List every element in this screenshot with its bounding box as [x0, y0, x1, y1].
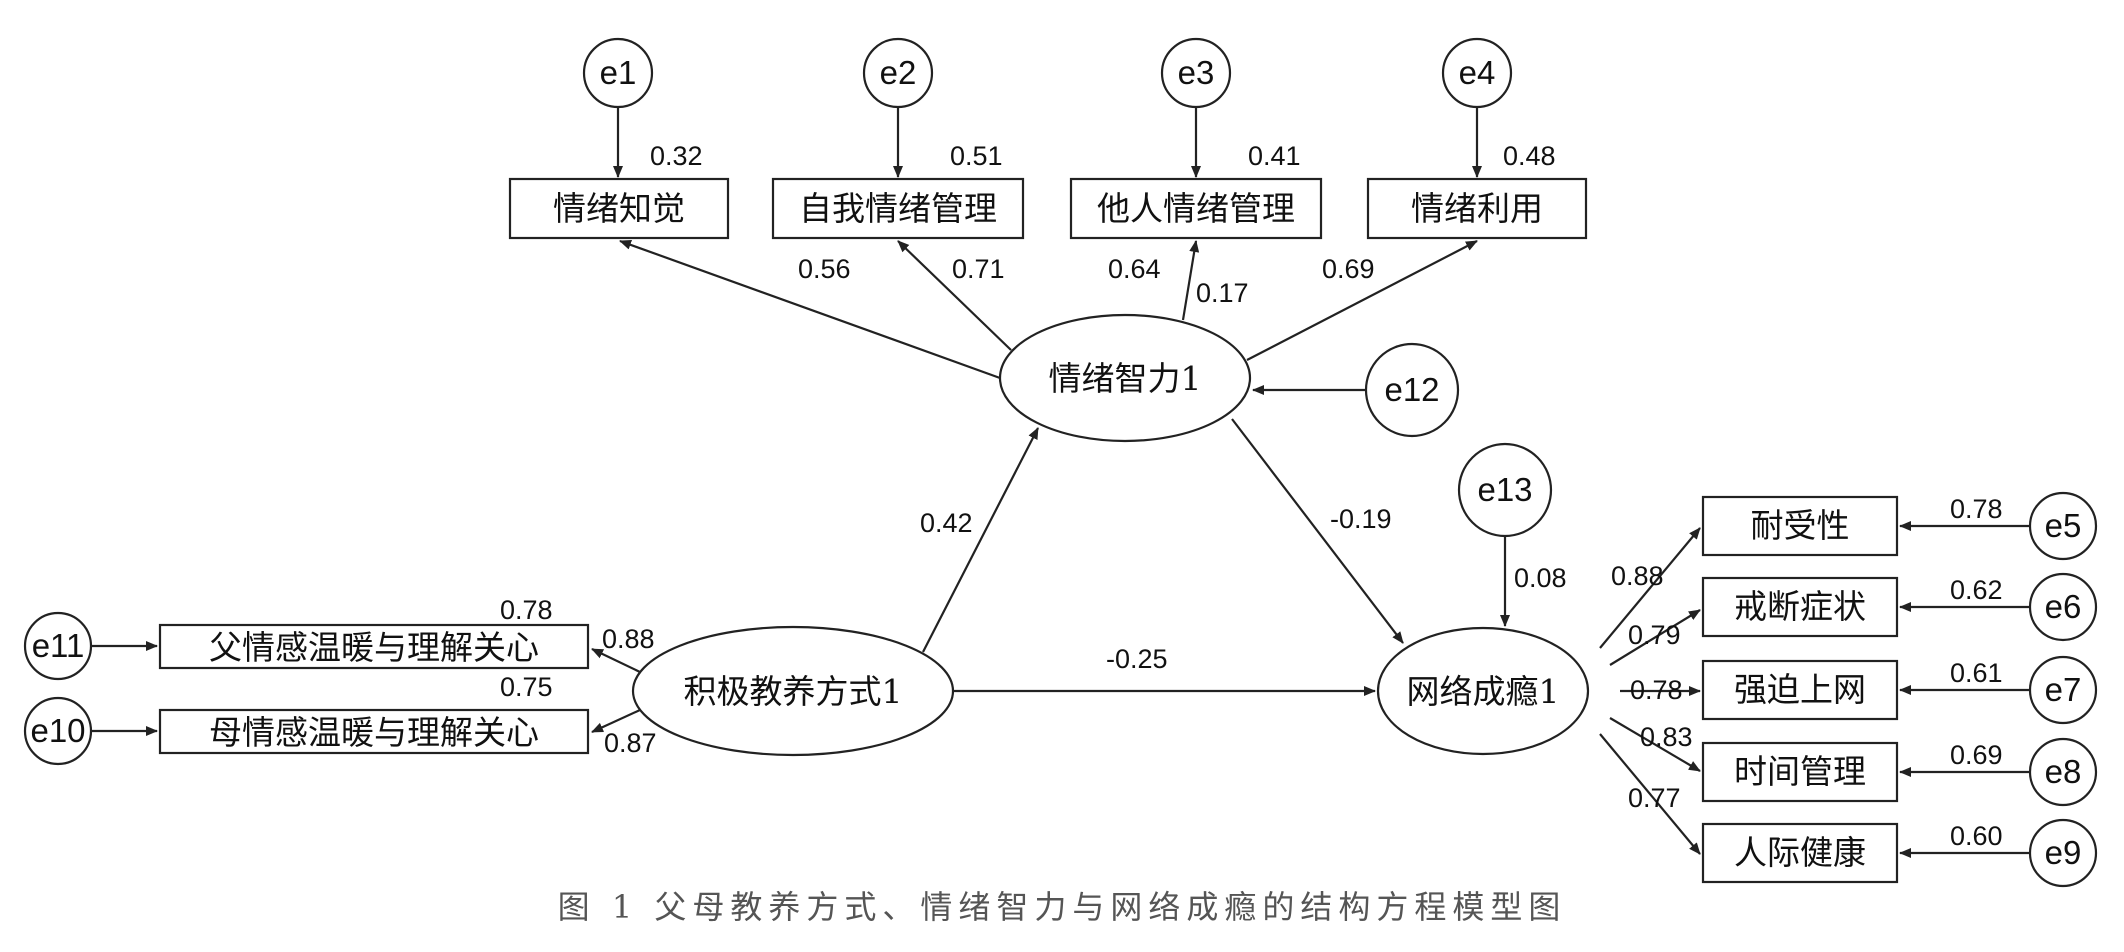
error-e12: e12 — [1364, 342, 1460, 438]
coef-e9: 0.60 — [1950, 821, 2003, 851]
path-ei-2 — [897, 240, 1012, 351]
svg-text:母情感温暖与理解关心: 母情感温暖与理解关心 — [209, 713, 539, 752]
svg-text:父情感温暖与理解关心: 父情感温暖与理解关心 — [209, 628, 539, 667]
path-ei-3 — [1181, 240, 1200, 321]
coef-add-3: 0.78 — [1630, 675, 1683, 705]
path-add-1 — [1599, 527, 1701, 649]
svg-text:积极教养方式1: 积极教养方式1 — [684, 672, 903, 711]
indicator-add-5: 人际健康 — [1701, 822, 1899, 884]
path-add-4 — [1609, 717, 1701, 772]
indicator-add-1: 耐受性 — [1701, 495, 1899, 557]
error-e2: e2 — [862, 37, 934, 109]
svg-text:他人情绪管理: 他人情绪管理 — [1097, 189, 1295, 228]
path-ei-1 — [619, 239, 1001, 380]
svg-text:e12: e12 — [1384, 371, 1439, 408]
svg-text:e6: e6 — [2045, 588, 2082, 625]
path-add-5 — [1599, 733, 1701, 855]
svg-text:强迫上网: 强迫上网 — [1734, 670, 1866, 709]
coef-ei-4: 0.69 — [1322, 254, 1375, 284]
svg-text:e2: e2 — [880, 54, 917, 91]
latent-internet-addiction: 网络成瘾1 — [1376, 626, 1590, 756]
coef-ei-3b: 0.17 — [1196, 278, 1249, 308]
error-e1: e1 — [582, 37, 654, 109]
path-parenting-ei — [922, 427, 1039, 653]
figure-caption: 图 1 父母教养方式、情绪智力与网络成瘾的结构方程模型图 — [558, 888, 1567, 926]
coef-ei-1: 0.56 — [798, 254, 851, 284]
svg-text:情绪知觉: 情绪知觉 — [553, 189, 685, 228]
svg-text:e3: e3 — [1178, 54, 1215, 91]
indicator-ei-3: 他人情绪管理 — [1069, 177, 1323, 240]
indicator-ei-2: 自我情绪管理 — [771, 177, 1025, 240]
svg-text:e9: e9 — [2045, 834, 2082, 871]
coef-e3: 0.41 — [1248, 141, 1301, 171]
coef-par-1: 0.88 — [602, 624, 655, 654]
error-e3: e3 — [1160, 37, 1232, 109]
svg-text:网络成瘾1: 网络成瘾1 — [1407, 672, 1560, 711]
indicator-add-4: 时间管理 — [1701, 741, 1899, 803]
coef-ei-3: 0.64 — [1108, 254, 1161, 284]
indicator-par-2: 母情感温暖与理解关心 — [158, 708, 590, 755]
coef-ei-addiction: -0.19 — [1330, 504, 1392, 534]
coef-e1: 0.32 — [650, 141, 703, 171]
svg-text:e1: e1 — [600, 54, 637, 91]
coef-ei-2: 0.71 — [952, 254, 1005, 284]
svg-text:戒断症状: 戒断症状 — [1734, 587, 1866, 626]
indicator-add-3: 强迫上网 — [1701, 659, 1899, 721]
path-par-1 — [591, 648, 641, 673]
svg-text:情绪智力1: 情绪智力1 — [1049, 359, 1202, 398]
svg-text:e11: e11 — [32, 627, 85, 664]
indicator-add-2: 戒断症状 — [1701, 576, 1899, 638]
path-ei-4 — [1246, 240, 1478, 361]
svg-text:时间管理: 时间管理 — [1734, 752, 1866, 791]
svg-text:情绪利用: 情绪利用 — [1411, 189, 1543, 228]
svg-text:e5: e5 — [2045, 507, 2082, 544]
svg-text:自我情绪管理: 自我情绪管理 — [799, 189, 997, 228]
coef-e7: 0.61 — [1950, 658, 2003, 688]
error-e8: e8 — [2028, 737, 2098, 807]
coef-e11: 0.78 — [500, 595, 553, 625]
svg-text:e13: e13 — [1477, 471, 1532, 508]
coef-e13: 0.08 — [1514, 563, 1567, 593]
svg-text:人际健康: 人际健康 — [1734, 833, 1866, 872]
coef-add-5: 0.77 — [1628, 783, 1681, 813]
path-par-2 — [591, 709, 641, 733]
coef-add-4: 0.83 — [1640, 722, 1693, 752]
coef-e8: 0.69 — [1950, 740, 2003, 770]
svg-text:e10: e10 — [30, 712, 85, 749]
svg-text:e8: e8 — [2045, 753, 2082, 790]
error-e4: e4 — [1441, 37, 1513, 109]
coef-parenting-addiction: -0.25 — [1106, 644, 1168, 674]
path-ei-addiction — [1231, 418, 1404, 644]
error-e7: e7 — [2028, 655, 2098, 725]
coef-e5: 0.78 — [1950, 494, 2003, 524]
svg-text:e7: e7 — [2045, 671, 2082, 708]
coef-e2: 0.51 — [950, 141, 1003, 171]
coef-e6: 0.62 — [1950, 575, 2003, 605]
error-e9: e9 — [2028, 818, 2098, 888]
coef-add-1: 0.88 — [1611, 561, 1664, 591]
error-e13: e13 — [1457, 442, 1553, 538]
error-e11: e11 — [23, 611, 93, 681]
coef-add-2: 0.79 — [1628, 620, 1681, 650]
coef-e4: 0.48 — [1503, 141, 1556, 171]
indicator-ei-1: 情绪知觉 — [508, 177, 730, 240]
error-e5: e5 — [2028, 491, 2098, 561]
error-e10: e10 — [23, 696, 93, 766]
svg-text:耐受性: 耐受性 — [1751, 506, 1850, 545]
coef-par-2: 0.87 — [604, 728, 657, 758]
error-e6: e6 — [2028, 572, 2098, 642]
indicator-ei-4: 情绪利用 — [1366, 177, 1588, 240]
latent-emotional-intelligence: 情绪智力1 — [998, 313, 1252, 443]
latent-positive-parenting: 积极教养方式1 — [631, 625, 955, 757]
indicator-par-1: 父情感温暖与理解关心 — [158, 623, 590, 670]
svg-text:e4: e4 — [1459, 54, 1496, 91]
path-add-2 — [1609, 609, 1701, 666]
coef-e10: 0.75 — [500, 672, 553, 702]
coef-parenting-ei: 0.42 — [920, 508, 973, 538]
